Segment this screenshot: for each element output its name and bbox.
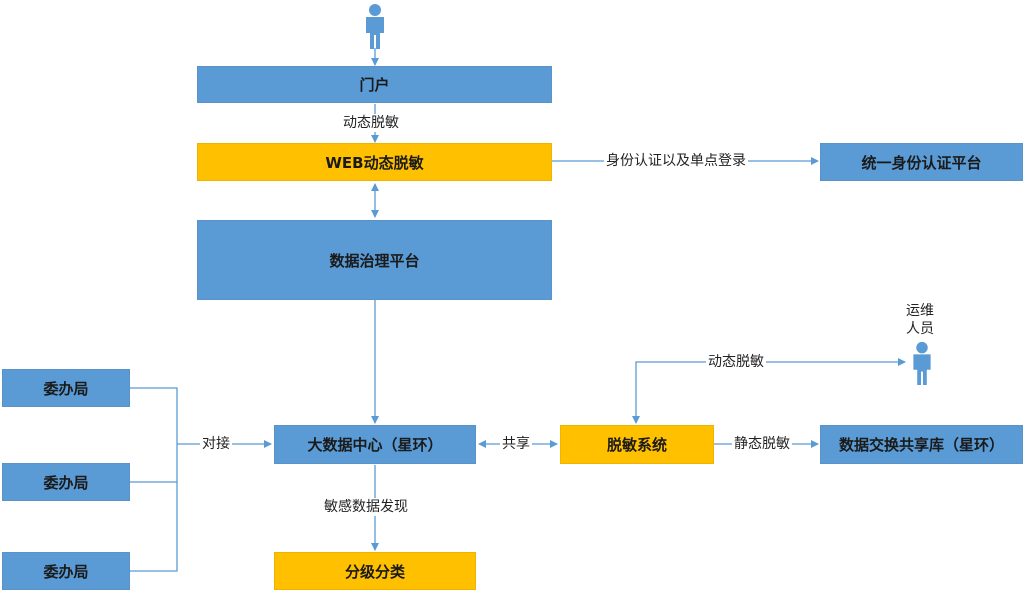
- governance-platform-box: 数据治理平台: [197, 220, 552, 300]
- masking-system-box: 脱敏系统: [560, 425, 714, 464]
- office-box-3: 委办局: [2, 552, 130, 590]
- label-docking: 对接: [200, 435, 232, 453]
- label-dynamic-masking-top: 动态脱敏: [341, 114, 401, 132]
- label-dynamic-masking-right: 动态脱敏: [706, 353, 766, 371]
- classification-box: 分级分类: [274, 552, 476, 590]
- person-icon: [362, 2, 388, 50]
- label-identity-sso: 身份认证以及单点登录: [604, 152, 748, 170]
- connector-masking-ops: [632, 358, 906, 424]
- portal-box: 门户: [197, 66, 552, 103]
- office-box-1: 委办局: [2, 369, 130, 407]
- office-box-2: 委办局: [2, 463, 130, 501]
- label-ops-staff: 运维 人员: [906, 303, 934, 337]
- label-share: 共享: [500, 435, 532, 453]
- web-masking-box: WEB动态脱敏: [197, 143, 552, 181]
- identity-platform-box: 统一身份认证平台: [820, 143, 1023, 181]
- ops-person-icon: [909, 340, 935, 386]
- bigdata-center-box: 大数据中心（星环）: [274, 425, 476, 464]
- exchange-library-box: 数据交换共享库（星环）: [820, 425, 1023, 464]
- label-sensitive-discovery: 敏感数据发现: [322, 498, 410, 516]
- connector-offices-bracket: [130, 387, 178, 572]
- label-static-masking: 静态脱敏: [732, 435, 792, 453]
